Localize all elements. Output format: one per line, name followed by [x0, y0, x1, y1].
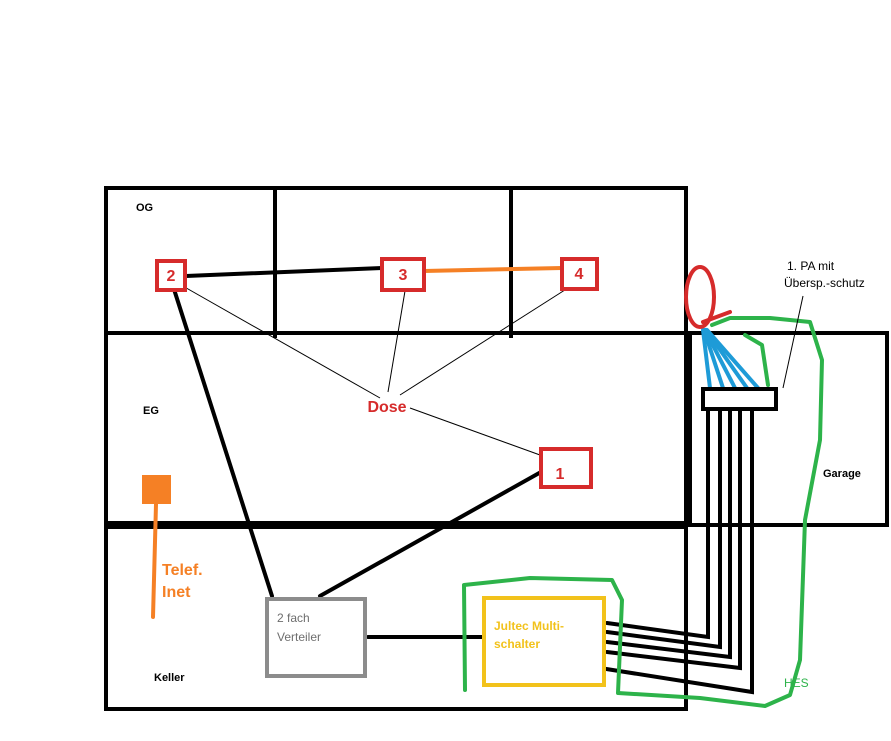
socket-3-box [380, 257, 426, 292]
dish-cables [701, 328, 760, 390]
dish-cable-4 [704, 328, 749, 390]
dose-line-4 [399, 287, 569, 396]
verteiler-box [265, 597, 367, 678]
cable-3-to-4 [423, 266, 563, 273]
socket-1-label: 1 [556, 466, 565, 483]
eg-floor [104, 331, 688, 525]
sockets [155, 257, 599, 489]
keller-floor [104, 525, 688, 711]
dish-arm [701, 310, 732, 324]
multischalter-label-1: Jultec Multi- [494, 619, 564, 633]
garage [688, 331, 889, 527]
label-og: OG [136, 202, 153, 214]
socket-4-label: 4 [575, 266, 584, 283]
hes-label: HES [784, 676, 809, 690]
multischalter-label-2: schalter [494, 637, 540, 651]
cable-ms-pa-1 [605, 408, 710, 640]
cable-1-to-verteiler [318, 470, 543, 598]
cable-ms-pa-4 [605, 408, 742, 671]
socket-2-box [155, 259, 187, 292]
label-eg: EG [143, 405, 159, 417]
satellite-dish [684, 265, 716, 329]
dose-label: Dose [367, 399, 406, 416]
dish-cable-2 [702, 328, 725, 390]
pa-label-1: 1. PA mit [787, 259, 835, 273]
dish-cable-3 [703, 328, 737, 390]
hes-cable [462, 316, 824, 708]
socket-3-label: 3 [399, 267, 408, 284]
pa-label-2: Übersp.-schutz [784, 276, 865, 290]
multischalter-box [482, 596, 606, 687]
label-keller: Keller [154, 672, 185, 684]
verteiler-label-2: Verteiler [277, 630, 321, 644]
pa-pointer [782, 295, 804, 389]
dish-cable-1 [701, 328, 712, 390]
verteiler-label-1: 2 fach [277, 611, 310, 625]
coax-cables [170, 266, 754, 695]
telefon-cable [151, 502, 158, 619]
dose-line-3 [387, 290, 406, 393]
socket-1-box [539, 447, 593, 489]
dose-connections [180, 284, 569, 456]
dish-cable-5 [705, 328, 760, 390]
socket-4-box [560, 257, 599, 291]
label-garage: Garage [823, 468, 861, 480]
telefon-label-1: Telef. [162, 562, 203, 579]
cable-2-to-verteiler [170, 281, 274, 598]
building-structure [104, 186, 889, 711]
socket-2-label: 2 [167, 268, 176, 285]
dose-line-1 [409, 407, 541, 456]
cable-ms-pa-3 [605, 408, 732, 660]
cable-2-to-3 [184, 266, 384, 278]
telefon-label-2: Inet [162, 584, 191, 601]
telefon-box [142, 475, 171, 504]
cable-ms-pa-2 [605, 408, 722, 650]
pa-bar [701, 387, 778, 411]
dose-line-2 [180, 284, 381, 399]
cable-ms-pa-5 [598, 408, 754, 695]
